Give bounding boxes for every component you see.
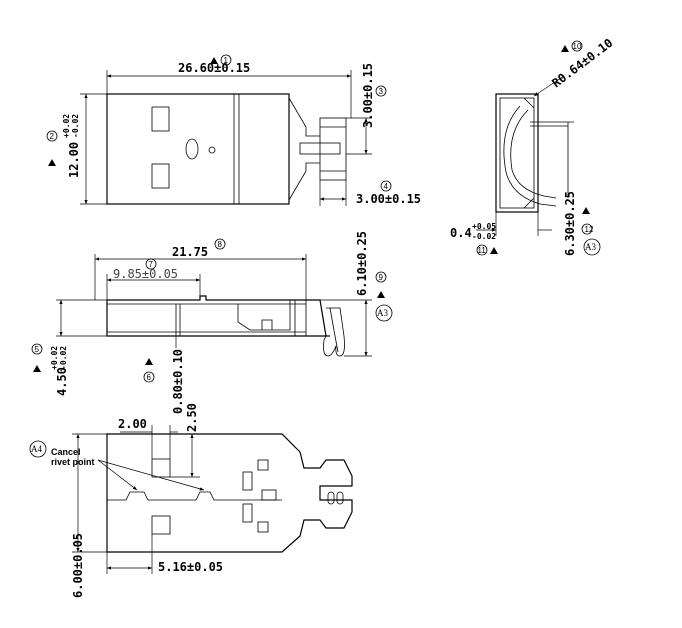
top-view-oval-hole	[185, 138, 199, 160]
triangle-icon	[145, 358, 153, 365]
svg-text:+0.05: +0.05	[472, 222, 496, 231]
dim-2-00: 2.00	[118, 417, 147, 431]
svg-text:-0.02: -0.02	[472, 232, 496, 241]
dim-6-10: 6.10±0.25	[355, 231, 369, 296]
svg-text:-0.02: -0.02	[59, 346, 68, 370]
tag-8: 8	[218, 240, 223, 249]
ref-a3-side: A3	[377, 308, 388, 318]
tag-11: 11	[478, 246, 487, 255]
bottom-view-body	[106, 433, 353, 553]
tag-2: 2	[50, 132, 55, 141]
dim-3-00-vertical: 3.00±0.15	[361, 63, 375, 128]
note-rivet-point: rivet point	[51, 457, 95, 467]
dim-6-30: 6.30±0.25	[563, 191, 577, 256]
svg-text:+0.02: +0.02	[62, 114, 71, 138]
triangle-icon	[377, 291, 385, 298]
dim-12-00: 12.00	[67, 142, 81, 178]
top-view-window-upper	[151, 106, 170, 132]
triangle-icon	[210, 57, 218, 64]
dim-6-00: 6.00±0.05	[71, 533, 85, 598]
triangle-icon	[561, 45, 569, 52]
bottom-view-window-lower	[151, 515, 171, 535]
side-view-body	[106, 300, 330, 337]
triangle-icon	[33, 365, 41, 372]
top-view: 26.60±0.15 1 12.00 +0.02 -0.02 2 3.00±0.…	[46, 54, 421, 206]
side-view: 21.75 8 9.85±0.05 7 6.10±0.25 9 A3 4.50 …	[31, 231, 393, 414]
end-view-shell	[495, 93, 539, 213]
tag-7: 7	[149, 260, 154, 269]
triangle-icon	[582, 207, 590, 214]
end-view: R0.64±0.10 10 0.4 +0.05 -0.02 11 6.30±0.…	[450, 36, 616, 256]
bottom-view: 2.00 2.50 6.00±0.05 5.16±0.05 A4 Cancel …	[29, 403, 353, 598]
ref-a3-end: A3	[585, 242, 596, 252]
tag-9: 9	[379, 273, 384, 282]
dim-5-16: 5.16±0.05	[158, 560, 223, 574]
triangle-icon	[490, 247, 498, 254]
tag-4: 4	[384, 182, 389, 191]
dim-3-00-horizontal: 3.00±0.15	[356, 192, 421, 206]
tag-6: 6	[147, 373, 152, 382]
dim-0-80: 0.80±0.10	[171, 349, 185, 414]
bottom-view-window-upper	[151, 458, 171, 478]
tag-5: 5	[35, 345, 40, 354]
dim-26-60: 26.60±0.15	[178, 61, 250, 75]
svg-text:-0.02: -0.02	[71, 114, 80, 138]
dim-21-75: 21.75	[172, 245, 208, 259]
tag-1: 1	[224, 56, 229, 65]
tag-10: 10	[573, 42, 582, 51]
tag-12: 12	[585, 225, 594, 234]
top-view-tail-clip	[319, 117, 347, 181]
note-cancel: Cancel	[51, 447, 81, 457]
tag-3: 3	[379, 87, 384, 96]
top-view-window-lower	[151, 163, 170, 189]
dim-2-50: 2.50	[185, 403, 199, 432]
dim-9-85: 9.85±0.05	[113, 267, 178, 281]
ref-a4: A4	[31, 444, 42, 454]
triangle-icon	[48, 159, 56, 166]
top-view-body	[106, 93, 290, 205]
dim-r0-64: R0.64±0.10	[549, 36, 615, 91]
svg-text:+0.02: +0.02	[50, 346, 59, 370]
dim-4-50: 4.50	[55, 367, 69, 396]
dim-0-4: 0.4	[450, 226, 472, 240]
end-view-spring	[503, 105, 557, 207]
